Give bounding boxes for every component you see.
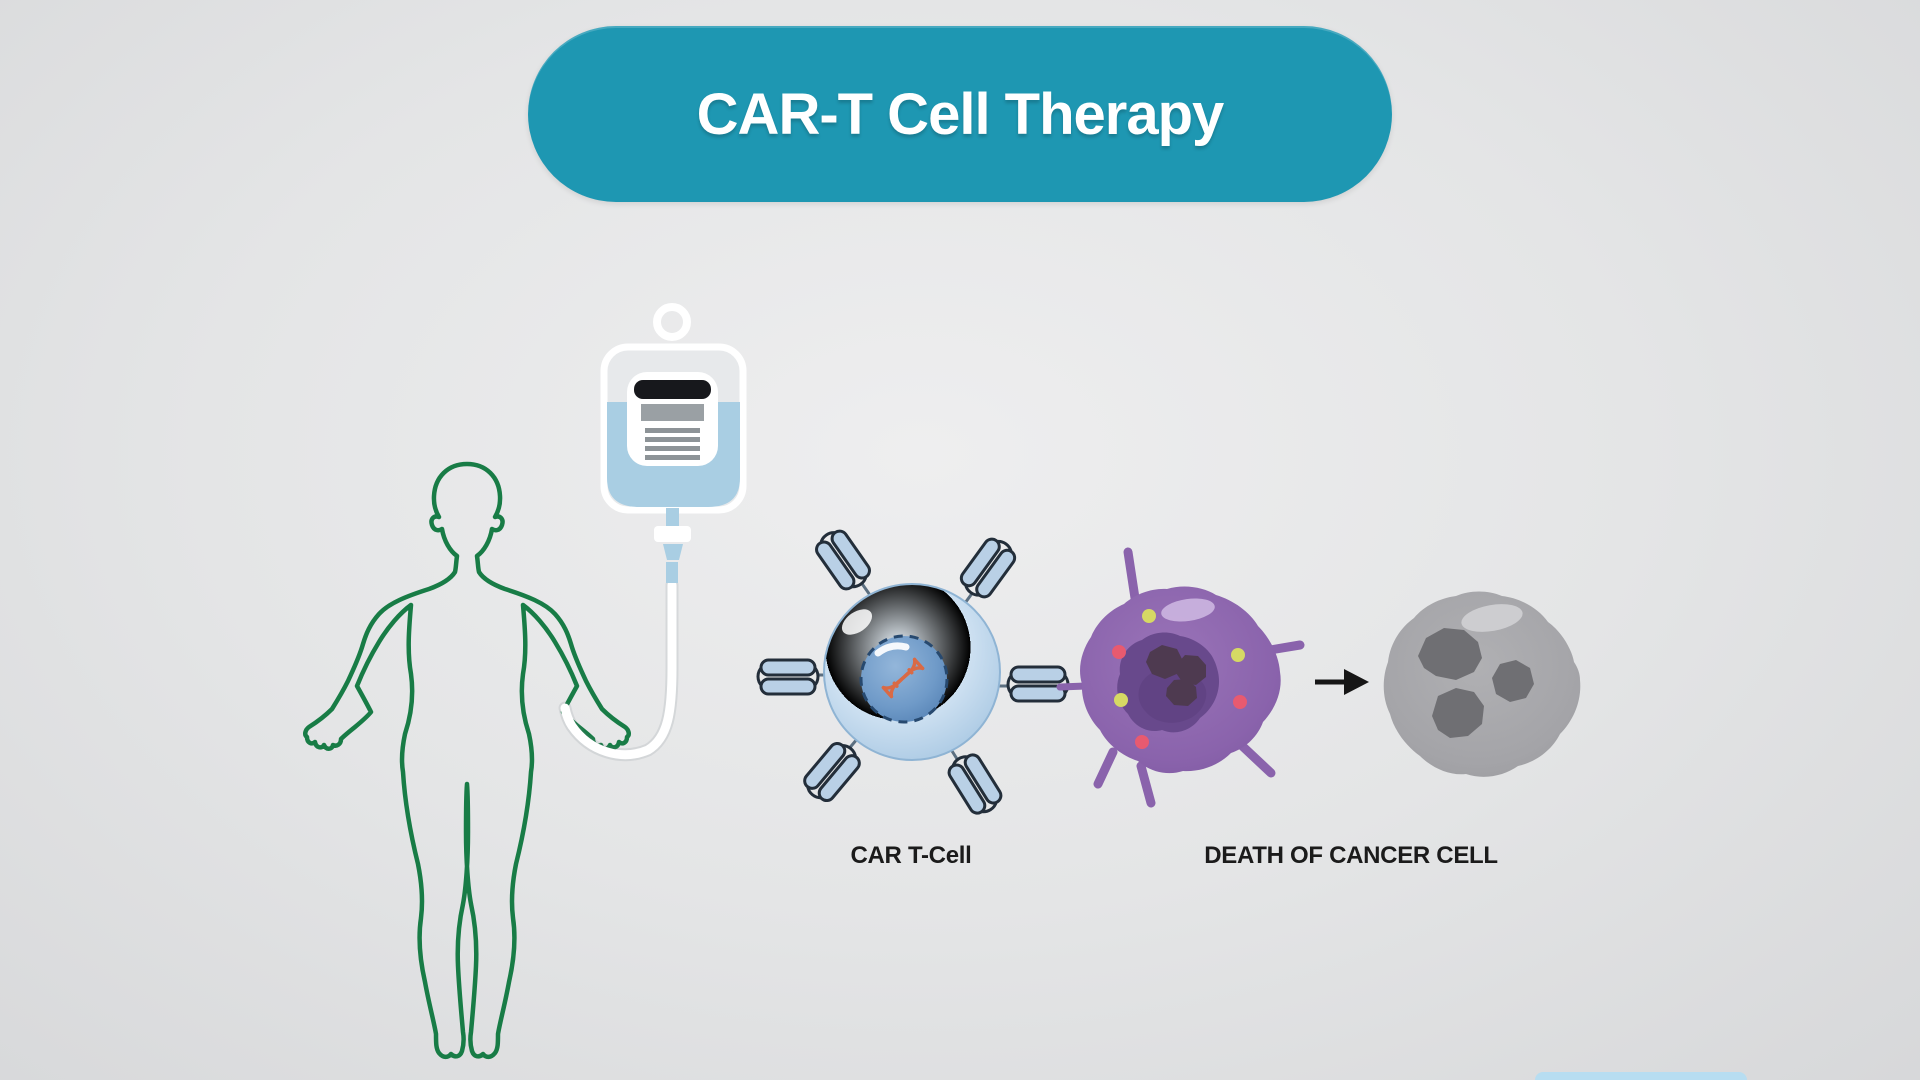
partial-element-bottom	[1535, 1072, 1747, 1080]
iv-tube	[558, 578, 679, 762]
iv-port	[654, 508, 691, 583]
page-title: CAR-T Cell Therapy	[696, 81, 1225, 147]
cancer-dots	[1112, 609, 1247, 749]
cancer-nucleus	[1117, 632, 1220, 733]
iv-hanger-ring	[653, 303, 691, 341]
human-body-outline	[303, 461, 631, 1060]
cancer-cell	[1056, 547, 1305, 808]
dead-cell-fragments	[1418, 628, 1534, 738]
dna-icon	[881, 657, 925, 699]
label-car-t-cell: CAR T-Cell	[850, 842, 972, 869]
label-death-of-cancer-cell: DEATH OF CANCER CELL	[1204, 842, 1498, 869]
car-t-cell	[756, 529, 1070, 815]
iv-infusion-bag	[600, 303, 747, 583]
title-banner: CAR-T Cell Therapy	[528, 26, 1392, 202]
car-receptor	[803, 725, 869, 803]
car-receptor	[756, 658, 846, 696]
dead-cancer-cell	[1383, 591, 1581, 777]
arrow-right-icon	[1315, 669, 1369, 695]
